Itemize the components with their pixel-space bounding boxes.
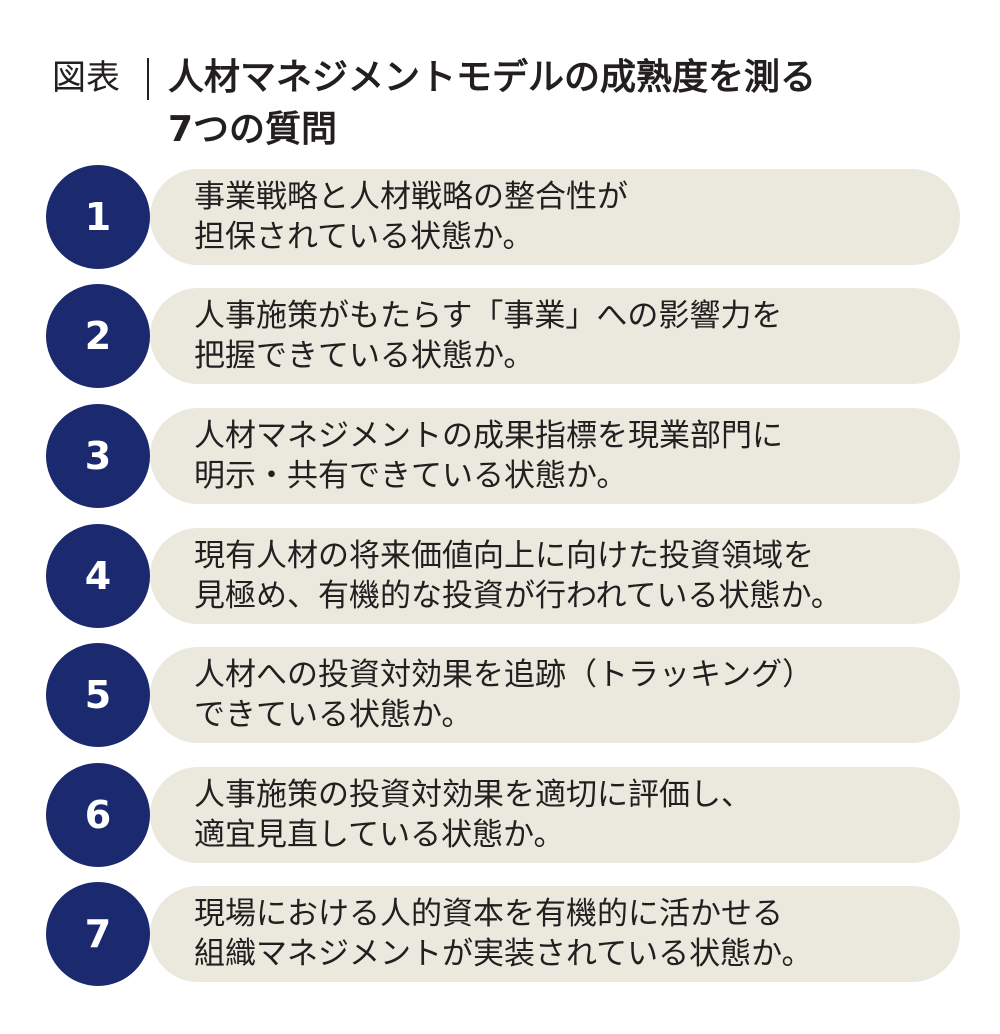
question-text: 人事施策の投資対効果を適切に評価し、 適宜見直している状態か。 [194,775,954,855]
question-item-7: 現場における人的資本を有機的に活かせる 組織マネジメントが実装されている状態か。… [0,879,1000,989]
question-text-line2: 適宜見直している状態か。 [194,817,565,853]
question-pill: 事業戦略と人材戦略の整合性が 担保されている状態か。 [150,169,960,265]
question-text-line1: 人事施策がもたらす「事業」への影響力を [194,298,783,334]
question-pill: 人事施策がもたらす「事業」への影響力を 把握できている状態か。 [150,288,960,384]
question-text: 事業戦略と人材戦略の整合性が 担保されている状態か。 [194,177,954,257]
question-text: 人材への投資対効果を追跡（トラッキング） できている状態か。 [194,655,954,735]
question-number-badge: 5 [46,643,150,747]
figure-title-line2: 7つの質問 [168,109,338,150]
question-text-line2: できている状態か。 [194,697,473,733]
question-text-line2: 見極め、有機的な投資が行われている状態か。 [194,578,842,614]
question-text: 現場における人的資本を有機的に活かせる 組織マネジメントが実装されている状態か。 [194,894,954,974]
question-text-line1: 事業戦略と人材戦略の整合性が [194,179,628,215]
question-number-badge: 2 [46,284,150,388]
question-text-line1: 人材への投資対効果を追跡（トラッキング） [194,657,814,693]
question-pill: 人材への投資対効果を追跡（トラッキング） できている状態か。 [150,647,960,743]
question-text-line1: 人事施策の投資対効果を適切に評価し、 [194,777,752,813]
question-item-3: 人材マネジメントの成果指標を現業部門に 明示・共有できている状態か。 3 [0,401,1000,511]
question-text-line2: 組織マネジメントが実装されている状態か。 [194,936,813,972]
question-item-1: 事業戦略と人材戦略の整合性が 担保されている状態か。 1 [0,162,1000,272]
header-divider [147,58,149,100]
question-text-line1: 現有人材の将来価値向上に向けた投資領域を [194,538,814,574]
question-number-badge: 6 [46,763,150,867]
question-pill: 現有人材の将来価値向上に向けた投資領域を 見極め、有機的な投資が行われている状態… [150,528,960,624]
question-number-badge: 1 [46,165,150,269]
question-item-4: 現有人材の将来価値向上に向けた投資領域を 見極め、有機的な投資が行われている状態… [0,521,1000,631]
figure-title: 人材マネジメントモデルの成熟度を測る 7つの質問 [168,52,928,156]
question-item-2: 人事施策がもたらす「事業」への影響力を 把握できている状態か。 2 [0,281,1000,391]
question-text-line1: 人材マネジメントの成果指標を現業部門に [194,418,783,454]
question-pill: 人事施策の投資対効果を適切に評価し、 適宜見直している状態か。 [150,767,960,863]
question-item-6: 人事施策の投資対効果を適切に評価し、 適宜見直している状態か。 6 [0,760,1000,870]
question-text: 現有人材の将来価値向上に向けた投資領域を 見極め、有機的な投資が行われている状態… [194,536,954,616]
question-pill: 人材マネジメントの成果指標を現業部門に 明示・共有できている状態か。 [150,408,960,504]
question-text-line1: 現場における人的資本を有機的に活かせる [194,896,783,932]
question-text-line2: 明示・共有できている状態か。 [194,458,628,494]
question-pill: 現場における人的資本を有機的に活かせる 組織マネジメントが実装されている状態か。 [150,886,960,982]
figure-label: 図表 [52,58,120,98]
question-number-badge: 7 [46,882,150,986]
question-number-badge: 3 [46,404,150,508]
question-text-line2: 把握できている状態か。 [194,338,535,374]
figure-header: 図表 人材マネジメントモデルの成熟度を測る 7つの質問 [52,44,952,154]
question-text: 人材マネジメントの成果指標を現業部門に 明示・共有できている状態か。 [194,416,954,496]
question-number-badge: 4 [46,524,150,628]
figure-title-line1: 人材マネジメントモデルの成熟度を測る [168,57,817,98]
question-item-5: 人材への投資対効果を追跡（トラッキング） できている状態か。 5 [0,640,1000,750]
question-text: 人事施策がもたらす「事業」への影響力を 把握できている状態か。 [194,296,954,376]
question-text-line2: 担保されている状態か。 [194,219,534,255]
